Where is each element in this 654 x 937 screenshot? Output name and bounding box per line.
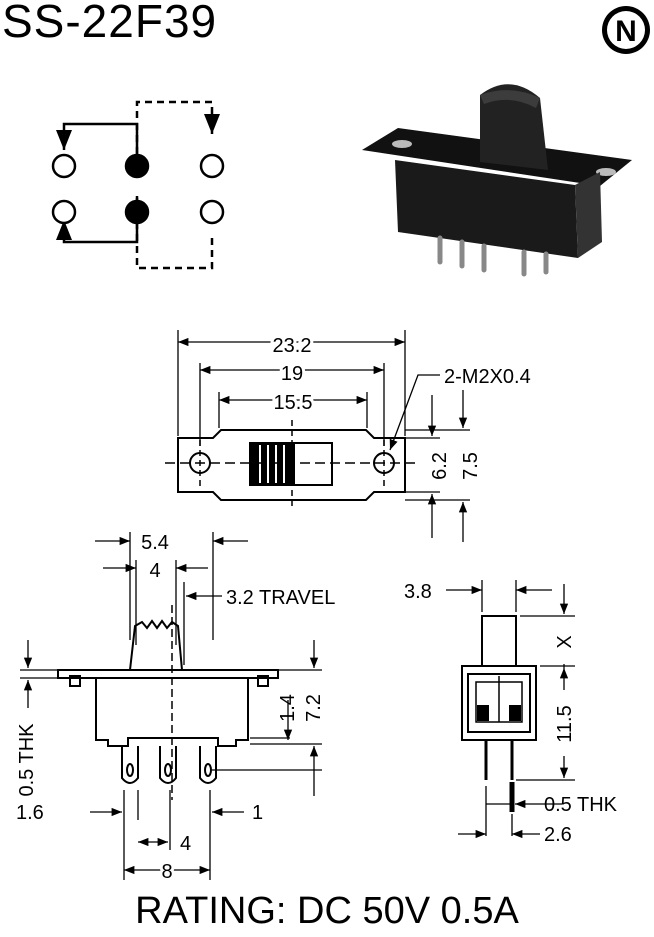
- dim-pin-span: 8: [161, 861, 172, 883]
- dim-housing-height: 6.2: [429, 452, 451, 480]
- dim-pin-offset: 1.6: [16, 802, 44, 824]
- dim-actuator-outer: 5.4: [141, 532, 169, 554]
- dim-actuator-width: 3.8: [404, 581, 432, 603]
- side-view: [20, 532, 322, 880]
- dim-actuator-inner: 4: [149, 560, 160, 582]
- top-view: [165, 330, 470, 542]
- dim-pin-thickness: 0.5 THK: [544, 794, 618, 816]
- dim-overall-height: 7.5: [460, 452, 482, 480]
- dim-pin-pitch-right: 1: [252, 802, 263, 824]
- rating-label: RATING: DC 50V 0.5A: [135, 890, 519, 932]
- dim-housing-width: 15.5: [274, 392, 313, 414]
- terminal-open: [51, 153, 77, 179]
- switching-schematic: [56, 100, 220, 270]
- dim-body-height: 11.5: [554, 705, 576, 742]
- contact-terminals: [51, 153, 225, 225]
- terminal-open: [199, 153, 225, 179]
- dim-pin-row-spacing: 2.6: [544, 824, 572, 846]
- terminal-open: [199, 199, 225, 225]
- dim-actuator-height: X: [554, 635, 576, 648]
- side-view-dimensions: 5.4 4 3.2 TRAVEL 0.5 THK 1.4 7.2 1.6 1 4…: [16, 532, 335, 886]
- terminal-open: [51, 199, 77, 225]
- dim-body-height-a: 1.4: [277, 694, 299, 722]
- dim-flange-thickness: 0.5 THK: [16, 723, 38, 797]
- dim-body-height-b: 7.2: [303, 694, 325, 722]
- part-number-title: SS-22F39: [2, 0, 218, 47]
- dim-pin-pitch: 4: [180, 833, 191, 855]
- svg-text:N: N: [615, 15, 637, 48]
- end-view: [446, 580, 575, 839]
- manufacturer-logo: N: [602, 6, 650, 54]
- screw-spec: 2-M2X0.4: [444, 366, 531, 388]
- terminal-common: [124, 153, 150, 179]
- dim-overall-width: 23.2: [273, 335, 312, 357]
- terminal-common: [124, 199, 150, 225]
- dim-hole-spacing: 19: [281, 363, 303, 385]
- end-view-dimensions: 3.8 X 11.5 0.5 THK 2.6: [404, 581, 618, 846]
- dim-travel: 3.2 TRAVEL: [226, 587, 335, 609]
- product-photo: [362, 84, 632, 277]
- top-view-dimensions: 23.2 19 15.5 2-M2X0.4 6.2 7.5: [270, 332, 531, 480]
